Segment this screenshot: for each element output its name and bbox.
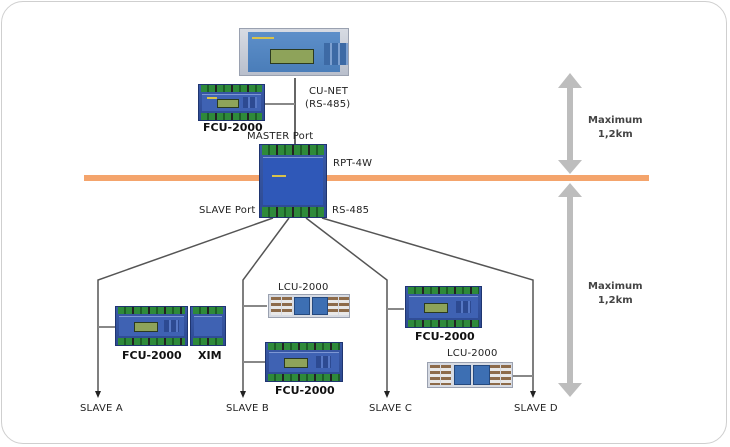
distance-lower-line2: 1,2km (597, 295, 633, 306)
slave-a-arrow-icon (95, 391, 101, 398)
distance-upper-line2: 1,2km (597, 129, 633, 140)
slave-a-wire (97, 217, 274, 393)
slave-d-label: SLAVE D (514, 403, 558, 414)
distance-upper-line1: Maximum (588, 115, 643, 126)
slave-c-fcu-device-icon (405, 286, 482, 328)
slave-d-wire (321, 217, 534, 393)
master-port-label: MASTER Port (247, 131, 314, 142)
slave-c-wire (305, 217, 388, 393)
slave-port-label: SLAVE Port (199, 205, 256, 216)
repeater-module-icon (259, 144, 327, 218)
rs485-bus-label: RS-485 (332, 205, 370, 216)
distance-upper-label: Maximum 1,2km (588, 114, 643, 142)
master-controller-icon (239, 28, 349, 76)
slave-b-lcu-device-icon (268, 294, 350, 318)
slave-a-fcu-label: FCU-2000 (122, 349, 182, 362)
distance-arrow-lower-icon (558, 183, 582, 397)
slave-a-xim-device-icon (190, 306, 226, 346)
repeater-label: RPT-4W (333, 158, 373, 169)
cu-net-protocol-label: (RS-485) (305, 99, 351, 110)
master-fcu-device-icon (198, 84, 265, 121)
slave-c-fcu-label: FCU-2000 (415, 330, 475, 343)
slave-d-lcu-label: LCU-2000 (447, 348, 498, 359)
slave-c-arrow-icon (384, 391, 390, 398)
master-fcu-label: FCU-2000 (203, 121, 263, 134)
slave-b-wire (242, 217, 290, 393)
slave-b-arrow-icon (240, 391, 246, 398)
slave-a-label: SLAVE A (80, 403, 123, 414)
distance-lower-label: Maximum 1,2km (588, 280, 643, 308)
cu-net-label: CU-NET (309, 86, 349, 97)
slave-b-lcu-label: LCU-2000 (278, 282, 329, 293)
slave-a-xim-label: XIM (198, 349, 222, 362)
slave-b-fcu-device-icon (265, 342, 343, 382)
distance-lower-line1: Maximum (588, 281, 643, 292)
slave-b-fcu-label: FCU-2000 (275, 384, 335, 397)
slave-c-label: SLAVE C (369, 403, 413, 414)
slave-d-arrow-icon (530, 391, 536, 398)
slave-d-lcu-device-icon (427, 362, 513, 388)
slave-b-label: SLAVE B (226, 403, 269, 414)
distance-arrow-upper-icon (558, 73, 582, 174)
slave-a-fcu-device-icon (115, 306, 188, 346)
